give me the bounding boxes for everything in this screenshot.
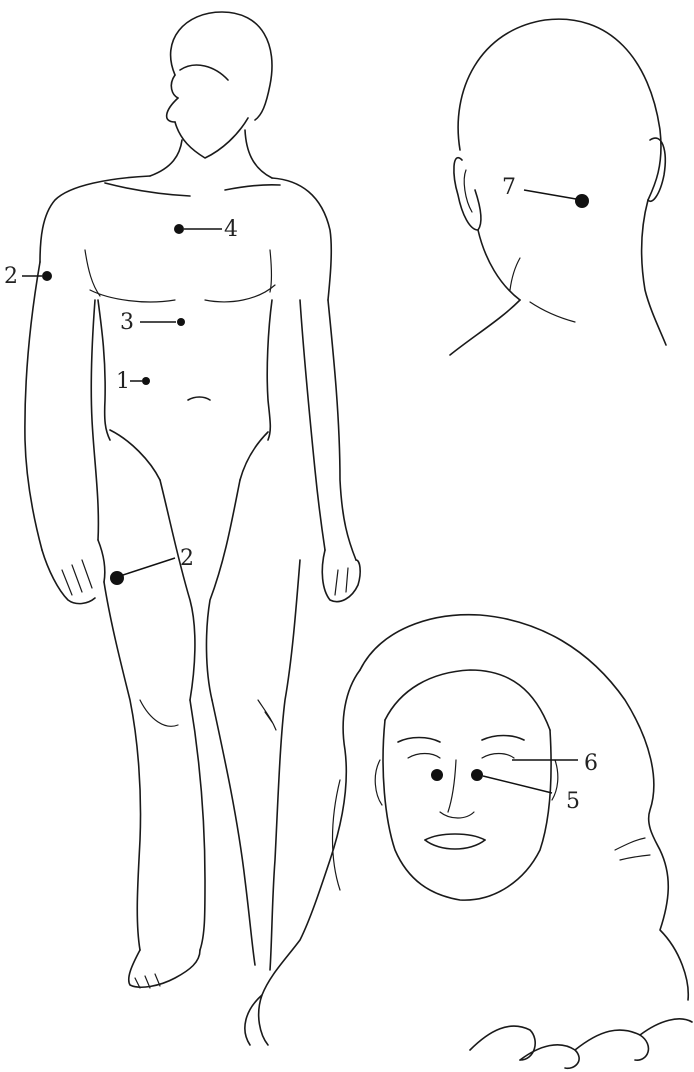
- point-3-label: 3: [120, 310, 134, 335]
- head-back-figure: [450, 19, 666, 355]
- point-6-label: 6: [584, 751, 598, 776]
- point-2-shoulder-label: 2: [4, 264, 18, 289]
- point-6-marker: 6: [512, 751, 598, 776]
- point-2-shoulder-marker: 2: [4, 264, 52, 289]
- point-3-marker: 3: [120, 310, 185, 335]
- point-2-thigh-marker: 2: [110, 546, 194, 585]
- point-4-label: 4: [224, 217, 238, 242]
- female-face-figure: [245, 615, 692, 1069]
- point-7-marker: 7: [502, 175, 589, 208]
- point-4-marker: 4: [174, 217, 238, 242]
- point-5-label: 5: [566, 789, 580, 814]
- point-1-marker: 1: [116, 369, 150, 394]
- point-1-label: 1: [116, 369, 130, 394]
- male-body-figure: [25, 12, 360, 988]
- point-2-thigh-label: 2: [180, 546, 194, 571]
- point-7-label: 7: [502, 175, 516, 200]
